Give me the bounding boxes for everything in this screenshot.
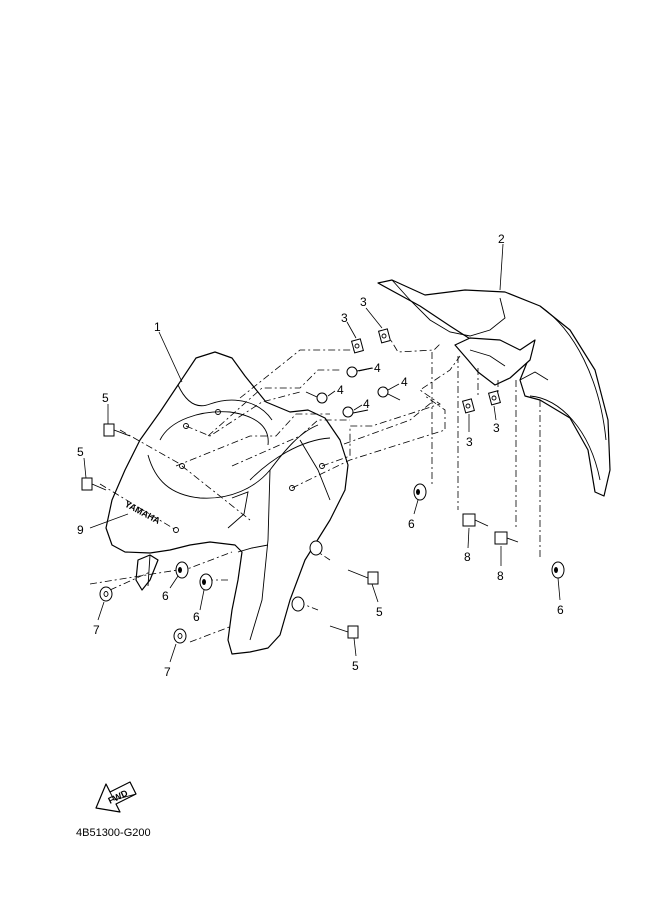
screw-4-c: [377, 386, 401, 401]
nut-3-d: [487, 390, 501, 406]
front-fender: [377, 279, 611, 497]
forward-direction-arrow: FWD: [95, 781, 137, 813]
bolt-5-c: [347, 569, 379, 585]
bolt-8-b: [494, 531, 519, 545]
grommet-6-f: [291, 596, 305, 612]
callout-7: 7: [164, 665, 171, 679]
drawing-code: 4B51300-G200: [76, 827, 151, 839]
callout-5: 5: [352, 659, 359, 673]
callout-4: 4: [374, 361, 381, 375]
bolt-5-b: [81, 477, 107, 491]
callout-8: 8: [497, 569, 504, 583]
callout-5: 5: [77, 445, 84, 459]
grommet-6-e: [309, 540, 323, 556]
callout-3: 3: [360, 295, 367, 309]
grommet-6-c: [413, 483, 427, 501]
grommet-6-b: [199, 573, 213, 591]
bolt-8-a: [462, 513, 489, 527]
callout-7: 7: [93, 623, 100, 637]
screw-4-d: [342, 406, 369, 418]
leader-lines: [83, 243, 561, 663]
screw-4-a: [346, 366, 373, 378]
callout-4: 4: [337, 383, 344, 397]
callouts: 1 2 3 3 3 3 4 4 4 4 5 5 5 5 6 6 6 6 7 7 …: [77, 232, 564, 679]
nut-3-c: [461, 398, 475, 414]
callout-3: 3: [341, 311, 348, 325]
callout-6: 6: [408, 517, 415, 531]
callout-5: 5: [102, 391, 109, 405]
callout-8: 8: [464, 550, 471, 564]
nut-3-a: [350, 338, 364, 354]
callout-5: 5: [376, 605, 383, 619]
collar-7-b: [173, 628, 187, 644]
grommet-6-a: [175, 561, 189, 579]
bolt-5-a: [103, 423, 131, 437]
callout-4: 4: [401, 375, 408, 389]
callout-1: 1: [154, 320, 161, 334]
callout-3: 3: [466, 435, 473, 449]
callout-3: 3: [493, 421, 500, 435]
screw-4-b: [305, 391, 328, 404]
callout-9: 9: [77, 523, 84, 537]
callout-6: 6: [557, 603, 564, 617]
grommet-6-d: [551, 561, 565, 579]
callout-6: 6: [162, 589, 169, 603]
bolt-5-d: [329, 625, 359, 639]
nut-3-b: [377, 328, 391, 344]
collar-7-a: [99, 586, 113, 602]
callout-6: 6: [193, 610, 200, 624]
callout-4: 4: [363, 397, 370, 411]
callout-2: 2: [498, 232, 505, 246]
front-cowl: YAMAHA: [105, 351, 349, 655]
